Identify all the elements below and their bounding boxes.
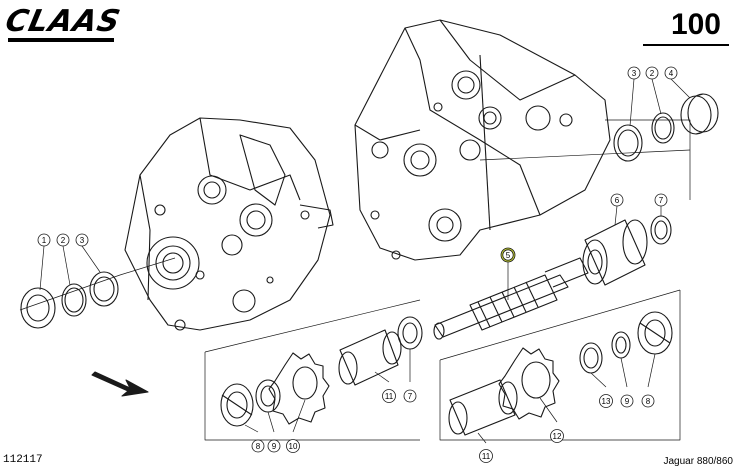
callout-2-right: 2 — [645, 66, 659, 80]
callout-13: 13 — [599, 394, 613, 408]
callout-9-right: 9 — [620, 394, 634, 408]
leader-lines — [39, 78, 691, 444]
document-id: 112117 — [3, 454, 43, 466]
callout-6: 6 — [610, 193, 624, 207]
svg-text:4: 4 — [669, 69, 674, 78]
svg-text:7: 7 — [408, 392, 413, 401]
callout-8-right: 8 — [641, 394, 655, 408]
page-number: 100 — [670, 8, 721, 41]
callout-3-left: 3 — [75, 233, 89, 247]
callout-7-mid: 7 — [403, 389, 417, 403]
callout-4: 4 — [664, 66, 678, 80]
lower-right-parts — [448, 311, 673, 436]
svg-text:12: 12 — [553, 432, 562, 441]
left-bearing-stack — [20, 271, 119, 329]
svg-text:2: 2 — [650, 69, 655, 78]
sleeve-part-6 — [582, 219, 648, 286]
svg-text:7: 7 — [659, 196, 664, 205]
callout-11-right: 11 — [479, 449, 493, 463]
svg-text:11: 11 — [482, 452, 491, 461]
svg-text:11: 11 — [385, 392, 394, 401]
svg-text:13: 13 — [602, 397, 611, 406]
callout-9-left: 9 — [267, 439, 281, 453]
svg-text:1: 1 — [42, 236, 47, 245]
svg-text:6: 6 — [615, 196, 620, 205]
direction-arrow-icon — [91, 371, 149, 397]
callout-7-top: 7 — [654, 193, 668, 207]
pinion-shaft — [433, 257, 589, 340]
svg-text:8: 8 — [646, 397, 651, 406]
svg-text:10: 10 — [289, 442, 298, 451]
lower-left-parts — [220, 316, 423, 427]
logo-underline — [8, 38, 114, 42]
callout-1-left: 1 — [37, 233, 51, 247]
svg-text:9: 9 — [272, 442, 277, 451]
right-gearbox-housing — [354, 19, 611, 261]
svg-text:3: 3 — [632, 69, 637, 78]
svg-text:5: 5 — [506, 251, 511, 260]
washer-part-7-top — [650, 215, 672, 245]
callout-12: 12 — [550, 429, 564, 443]
header-rule — [643, 44, 729, 46]
callout-2-left: 2 — [56, 233, 70, 247]
callout-11-left: 11 — [382, 389, 396, 403]
svg-text:9: 9 — [625, 397, 630, 406]
model-label: Jaguar 880/860 — [663, 456, 733, 467]
callout-8-left: 8 — [251, 439, 265, 453]
callout-3-right: 3 — [627, 66, 641, 80]
left-gearbox-housing — [124, 117, 334, 331]
svg-text:8: 8 — [256, 442, 261, 451]
top-right-rings — [613, 93, 719, 162]
svg-text:3: 3 — [80, 236, 85, 245]
svg-text:2: 2 — [61, 236, 66, 245]
assembly-lines — [19, 119, 691, 441]
callout-5-highlighted: 5 — [500, 247, 516, 263]
callout-10: 10 — [286, 439, 300, 453]
